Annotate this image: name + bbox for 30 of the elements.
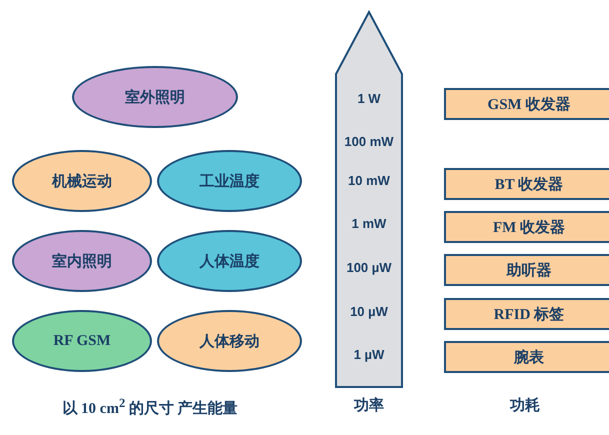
scale-value: 10 mW — [347, 173, 391, 188]
column-caption: 以 10 cm$^{2}$ 的尺寸 产生能量 — [61, 396, 239, 418]
device-box — [444, 341, 609, 373]
device-box — [444, 211, 609, 243]
device-label: 腕表 — [514, 348, 544, 366]
energy-source-label: 人体移动 — [200, 332, 260, 350]
energy-source-label: 室外照明 — [125, 88, 185, 106]
device-label: RFID 标签 — [494, 306, 564, 324]
power-scale-arrow — [335, 10, 403, 388]
column-caption: 功耗 — [508, 396, 541, 415]
device-box — [444, 168, 609, 200]
energy-source-label: 工业温度 — [200, 172, 260, 190]
device-label: FM 收发器 — [492, 218, 566, 236]
scale-value: 1 mW — [350, 216, 388, 231]
energy-source-label: 机械运动 — [52, 172, 112, 190]
scale-value: 1 µW — [352, 347, 386, 362]
energy-source-label: RF GSM — [53, 332, 111, 350]
column-caption: 功率 — [352, 396, 385, 415]
energy-source-label: 室内照明 — [52, 252, 112, 270]
device-label: BT 收发器 — [494, 176, 564, 194]
device-label: GSM 收发器 — [488, 96, 570, 114]
scale-value: 1 W — [356, 91, 382, 106]
device-box — [444, 298, 609, 330]
device-box — [444, 88, 609, 120]
scale-value: 10 µW — [349, 304, 389, 319]
scale-value: 100 mW — [343, 134, 395, 149]
device-label: 助听器 — [506, 261, 552, 280]
scale-value: 100 µW — [345, 260, 393, 275]
energy-source-label: 人体温度 — [200, 252, 260, 270]
device-box — [444, 254, 609, 286]
